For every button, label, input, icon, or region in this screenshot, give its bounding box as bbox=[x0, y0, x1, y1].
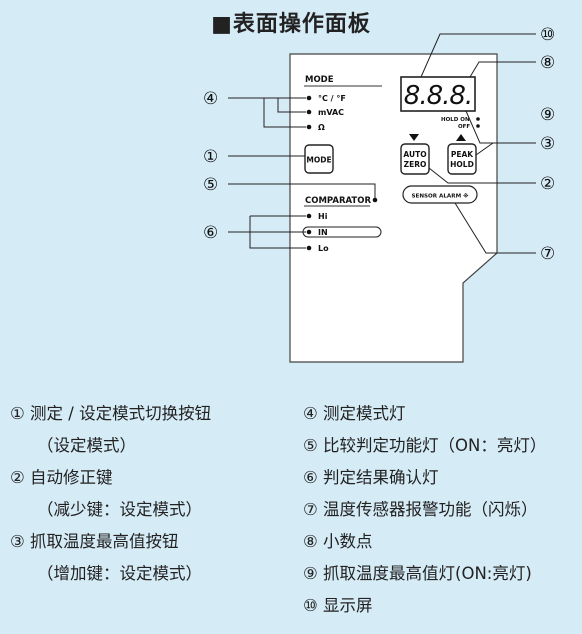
legend-item: ② 自动修正键 bbox=[10, 468, 113, 487]
peak-hold-label-1: PEAK bbox=[451, 150, 474, 159]
callout-4: ④ bbox=[203, 89, 218, 109]
display-screen bbox=[400, 76, 476, 112]
comparator-item-in: IN bbox=[318, 228, 328, 237]
display-digits: 8.8.8. bbox=[404, 81, 472, 111]
mode-led-mvac bbox=[306, 109, 312, 115]
callout-8: ⑧ bbox=[540, 53, 555, 73]
legend-item: ⑧ 小数点 bbox=[303, 532, 373, 551]
mode-item-mvac: mVAC bbox=[318, 108, 344, 117]
callout-3: ③ bbox=[540, 134, 555, 154]
peak-hold-button[interactable] bbox=[447, 143, 477, 175]
callout-numbers: ④ ① ⑤ ⑥ ⑩ ⑧ ⑨ ③ ② ⑦ bbox=[203, 25, 555, 264]
callout-9: ⑨ bbox=[540, 105, 555, 125]
legend-item: ④ 测定模式灯 bbox=[303, 404, 406, 423]
page-title: ■表面操作面板 bbox=[211, 12, 371, 37]
callout-5: ⑤ bbox=[203, 175, 218, 195]
comparator-led-in bbox=[306, 229, 312, 235]
hold-on-led bbox=[476, 117, 480, 121]
legend-item: ⑨ 抓取温度最高值灯(ON:亮灯) bbox=[303, 564, 532, 583]
leader-lines bbox=[228, 33, 536, 254]
comparator-led bbox=[372, 197, 378, 203]
legend-item: ① 测定 / 设定模式切换按钮 bbox=[10, 404, 212, 423]
sensor-alarm-label: SENSOR ALARM ※ bbox=[411, 194, 469, 200]
legend-item: ⑤ 比较判定功能灯（ON：亮灯） bbox=[303, 436, 547, 455]
comparator-item-lo: Lo bbox=[318, 244, 329, 253]
legend-item: ⑦ 温度传感器报警功能（闪烁） bbox=[303, 500, 538, 519]
comparator-led-lo bbox=[306, 245, 312, 251]
mode-item-ohm: Ω bbox=[318, 123, 325, 132]
legend-right: ④ 测定模式灯 ⑤ 比较判定功能灯（ON：亮灯） ⑥ 判定结果确认灯 ⑦ 温度传… bbox=[303, 398, 546, 622]
mode-item-temp: °C / °F bbox=[318, 94, 346, 103]
legend-item: （增加键：设定模式） bbox=[37, 564, 202, 583]
callout-2: ② bbox=[540, 174, 555, 194]
hold-off-led bbox=[476, 124, 480, 128]
legend-item: （减少键：设定模式） bbox=[37, 500, 202, 519]
mode-header: MODE bbox=[305, 75, 334, 85]
peak-hold-label-2: HOLD bbox=[450, 160, 474, 169]
hold-off-label: OFF bbox=[458, 124, 470, 130]
comparator-led-hi bbox=[306, 213, 312, 219]
callout-6: ⑥ bbox=[203, 223, 218, 243]
down-triangle-icon bbox=[409, 134, 419, 141]
legend-item: ⑩ 显示屏 bbox=[303, 596, 373, 615]
legend-item: ⑥ 判定结果确认灯 bbox=[303, 468, 439, 487]
mode-button[interactable] bbox=[304, 144, 334, 174]
callout-1: ① bbox=[203, 147, 218, 167]
mode-led-temp bbox=[306, 95, 312, 101]
legend-item: （设定模式） bbox=[37, 436, 136, 455]
legend-item: ③ 抓取温度最高值按钮 bbox=[10, 532, 179, 551]
mode-button-label: MODE bbox=[306, 156, 331, 165]
mode-led-ohm bbox=[306, 124, 312, 130]
callout-7: ⑦ bbox=[540, 244, 555, 264]
callout-10: ⑩ bbox=[540, 25, 555, 45]
comparator-header: COMPARATOR bbox=[305, 196, 371, 206]
auto-zero-button[interactable] bbox=[400, 143, 430, 175]
sensor-alarm-indicator bbox=[402, 185, 478, 204]
auto-zero-label-1: AUTO bbox=[403, 150, 426, 159]
hold-on-label: HOLD ON bbox=[441, 117, 470, 123]
legend-left: ① 测定 / 设定模式切换按钮 （设定模式） ② 自动修正键 （减少键：设定模式… bbox=[10, 398, 211, 590]
panel-outline bbox=[289, 53, 498, 363]
comparator-item-hi: Hi bbox=[318, 212, 328, 221]
auto-zero-label-2: ZERO bbox=[404, 160, 427, 169]
up-triangle-icon bbox=[456, 134, 466, 141]
